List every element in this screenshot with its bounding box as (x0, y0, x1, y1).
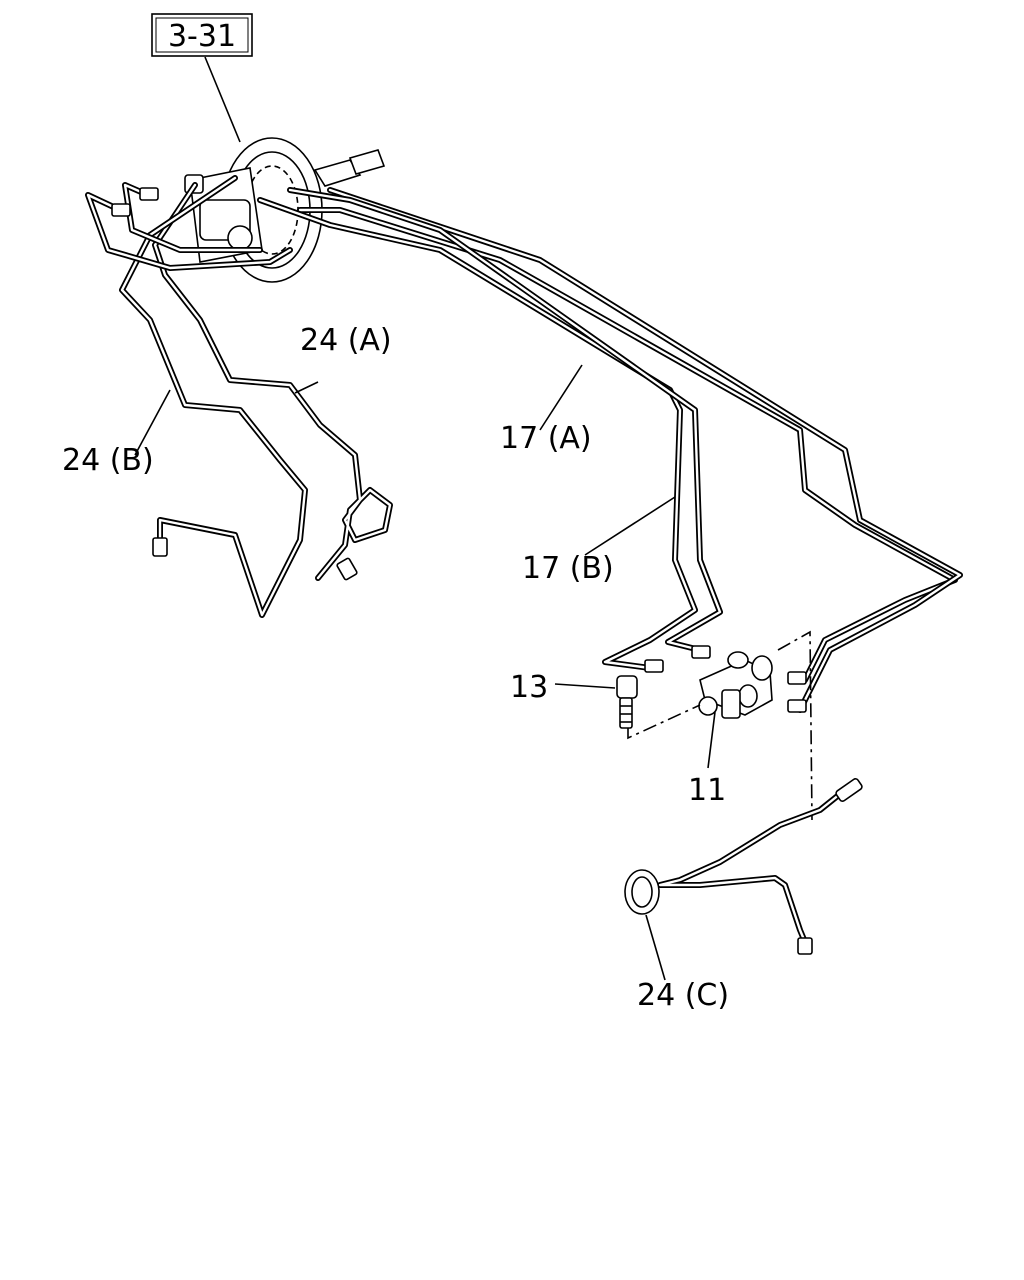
pipe-short-left (85, 182, 293, 271)
pipe-17a[interactable] (297, 207, 958, 683)
callout-24b: 24 (B) (62, 443, 154, 478)
reference-leader (204, 56, 241, 143)
flare-nut-24a (336, 557, 358, 581)
junction-block[interactable] (698, 651, 773, 719)
callout-13: 13 (510, 670, 548, 705)
callout-11: 11 (688, 773, 726, 808)
bolt-13[interactable] (616, 675, 638, 729)
pipe-17b-run[interactable] (287, 187, 723, 653)
callout-17b: 17 (B) (522, 551, 614, 586)
pipe-17b[interactable] (257, 197, 698, 671)
callout-24c: 24 (C) (637, 978, 729, 1013)
pipe-24a[interactable] (152, 182, 393, 581)
reference-box[interactable]: 3-31 (151, 13, 253, 57)
junction-flare-nuts (644, 645, 807, 713)
pipe-17a-run[interactable] (327, 187, 963, 713)
leader-lines (134, 364, 716, 981)
callout-24a: 24 (A) (300, 323, 392, 358)
pipe-24b[interactable] (119, 175, 308, 618)
master-cylinder-assembly (184, 137, 386, 283)
alignment-lines (627, 630, 813, 821)
pipe-24c[interactable] (624, 778, 863, 955)
callout-17a: 17 (A) (500, 421, 592, 456)
flare-nut-fittings-top (111, 187, 159, 217)
reference-label: 3-31 (168, 19, 236, 54)
flare-nut-24b (152, 537, 168, 557)
